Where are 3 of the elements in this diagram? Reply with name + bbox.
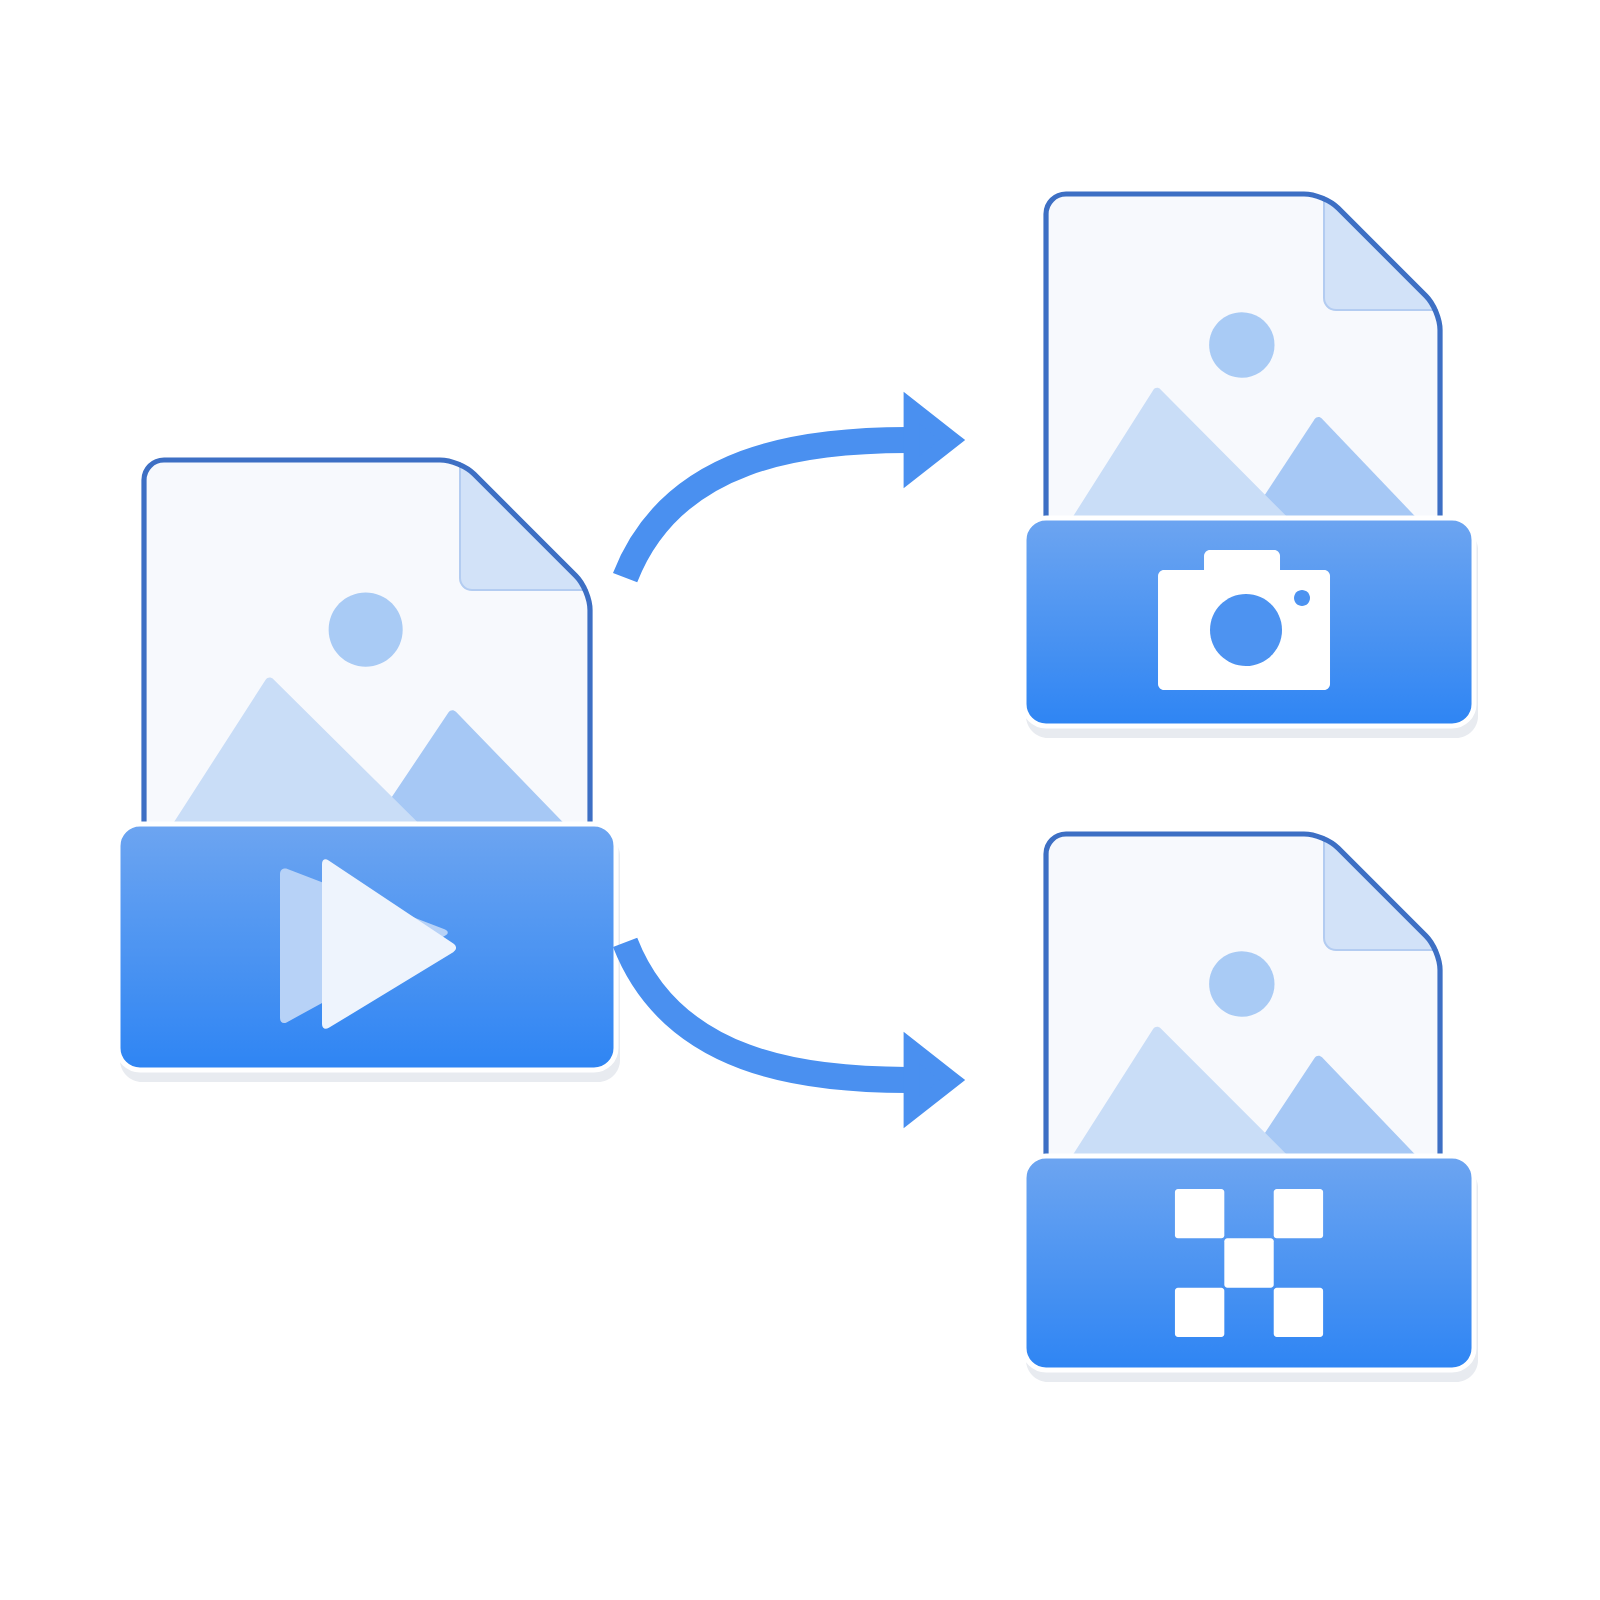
image-file-icon [115, 457, 620, 1082]
image-file-icon [1021, 831, 1478, 1382]
image-file-icon [1021, 191, 1478, 738]
